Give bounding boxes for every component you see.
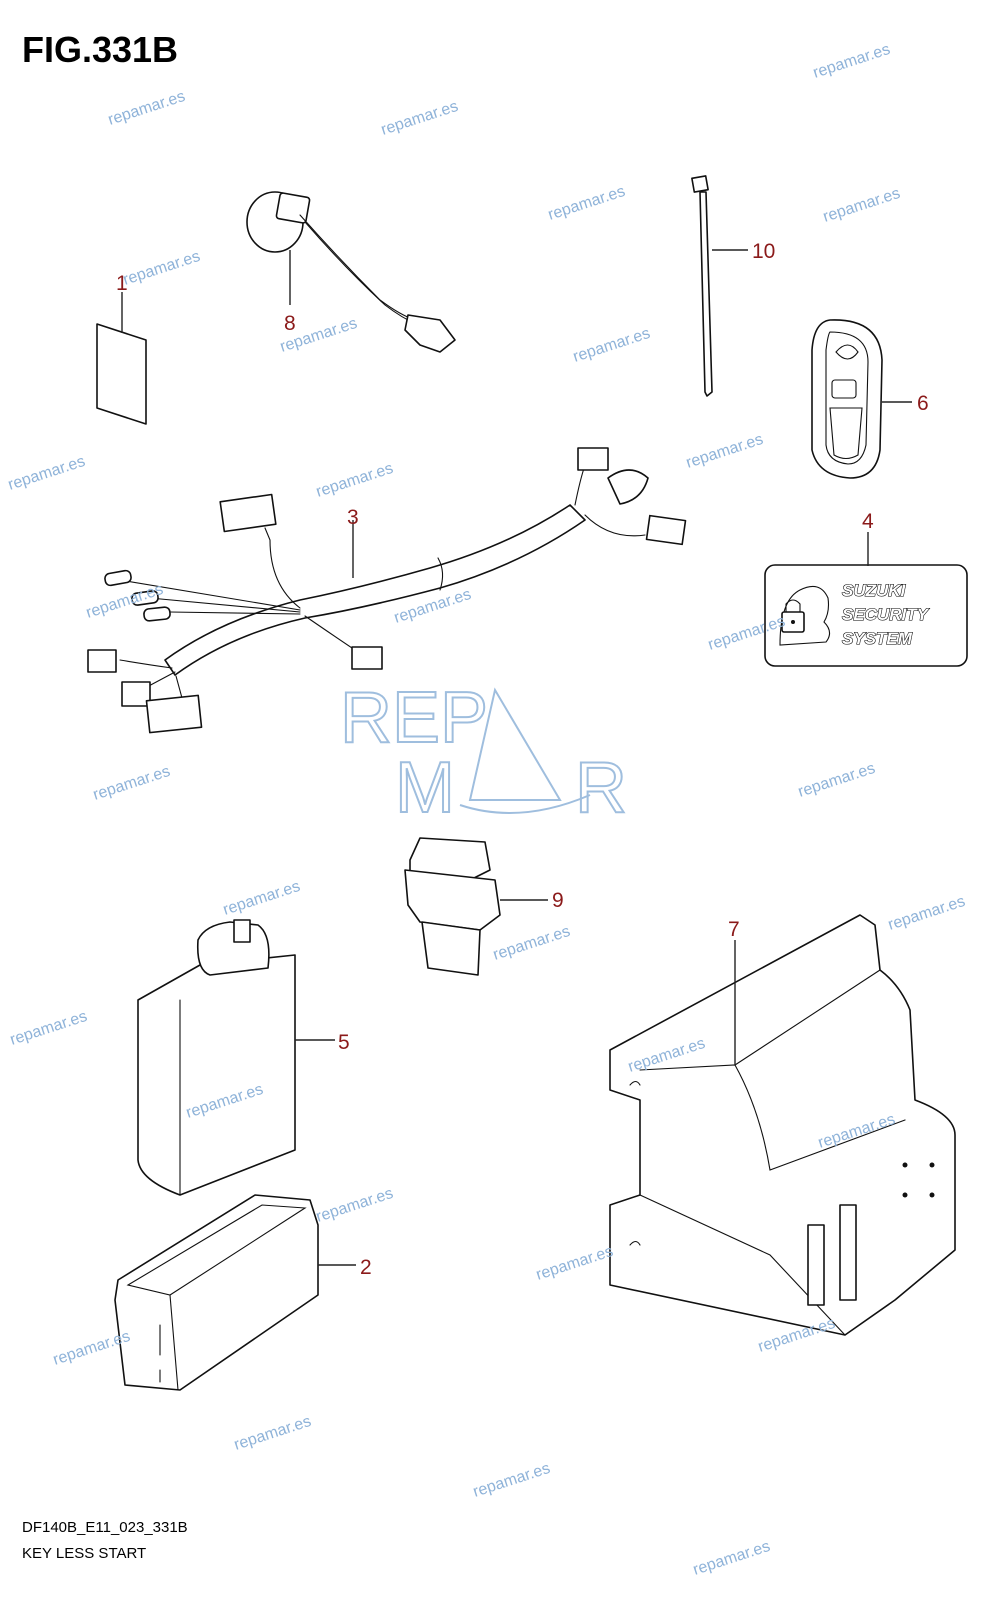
- watermark-text: repamar.es: [534, 1243, 615, 1284]
- watermark-text: repamar.es: [546, 183, 627, 224]
- watermark-text: repamar.es: [886, 893, 967, 934]
- callout-6: 6: [917, 392, 929, 415]
- watermark-text: repamar.es: [379, 98, 460, 139]
- callout-3: 3: [347, 506, 359, 529]
- watermark-text: repamar.es: [491, 923, 572, 964]
- watermark-text: repamar.es: [314, 1185, 395, 1226]
- callout-7: 7: [728, 918, 740, 941]
- callout-2: 2: [360, 1256, 372, 1279]
- callout-5: 5: [338, 1031, 350, 1054]
- watermark-text: repamar.es: [691, 1538, 772, 1579]
- watermark-text: repamar.es: [121, 248, 202, 289]
- watermark-logo-bottom-right: R: [575, 748, 627, 828]
- part-4-security-label: SUZUKI SECURITY SYSTEM: [764, 532, 968, 667]
- watermark-text: repamar.es: [821, 185, 902, 226]
- watermark-logo-top: REP: [340, 678, 488, 758]
- watermark-text: repamar.es: [684, 431, 765, 472]
- watermark-text: repamar.es: [811, 41, 892, 82]
- callout-4: 4: [862, 510, 874, 533]
- part-3-wiring-harness: [87, 447, 687, 734]
- callouts: 1 2 3 4 5 6 7 8 9 10: [116, 240, 929, 1279]
- part-6-key-fob: [811, 319, 912, 479]
- part-9-relay: [404, 837, 548, 976]
- watermark-text: repamar.es: [796, 760, 877, 801]
- part-5-control-module: [137, 919, 335, 1196]
- watermark-text: repamar.es: [106, 88, 187, 129]
- watermark-text: repamar.es: [6, 453, 87, 494]
- watermark-logo-bottom-left: M: [395, 748, 455, 828]
- watermark-text: repamar.es: [571, 325, 652, 366]
- security-label-line-1: SUZUKI: [842, 581, 907, 600]
- part-8-switch-lead: [246, 191, 456, 353]
- part-7-bracket: [609, 914, 956, 1336]
- callout-1: 1: [116, 272, 128, 295]
- figure-title: FIG.331B: [22, 29, 178, 70]
- footer-caption: KEY LESS START: [22, 1545, 146, 1562]
- watermark-logo-sail: [468, 687, 562, 801]
- footer-code: DF140B_E11_023_331B: [22, 1519, 188, 1536]
- watermark-text: repamar.es: [221, 878, 302, 919]
- callout-8: 8: [284, 312, 296, 335]
- part-10-cable-tie: [691, 175, 748, 397]
- security-label-line-2: SECURITY: [842, 605, 930, 624]
- security-label-line-3: SYSTEM: [842, 629, 913, 648]
- watermark-logo-wave: [459, 794, 591, 814]
- watermark-text: repamar.es: [232, 1413, 313, 1454]
- part-1-card: [96, 292, 147, 425]
- callout-9: 9: [552, 889, 564, 912]
- watermark-text: repamar.es: [471, 1460, 552, 1501]
- part-2-holder-case: [114, 1194, 356, 1391]
- callout-10: 10: [752, 240, 775, 263]
- watermark-text: repamar.es: [314, 460, 395, 501]
- watermark-text: repamar.es: [8, 1008, 89, 1049]
- watermark-text: repamar.es: [91, 763, 172, 804]
- watermark-logo: REP M R: [339, 677, 628, 829]
